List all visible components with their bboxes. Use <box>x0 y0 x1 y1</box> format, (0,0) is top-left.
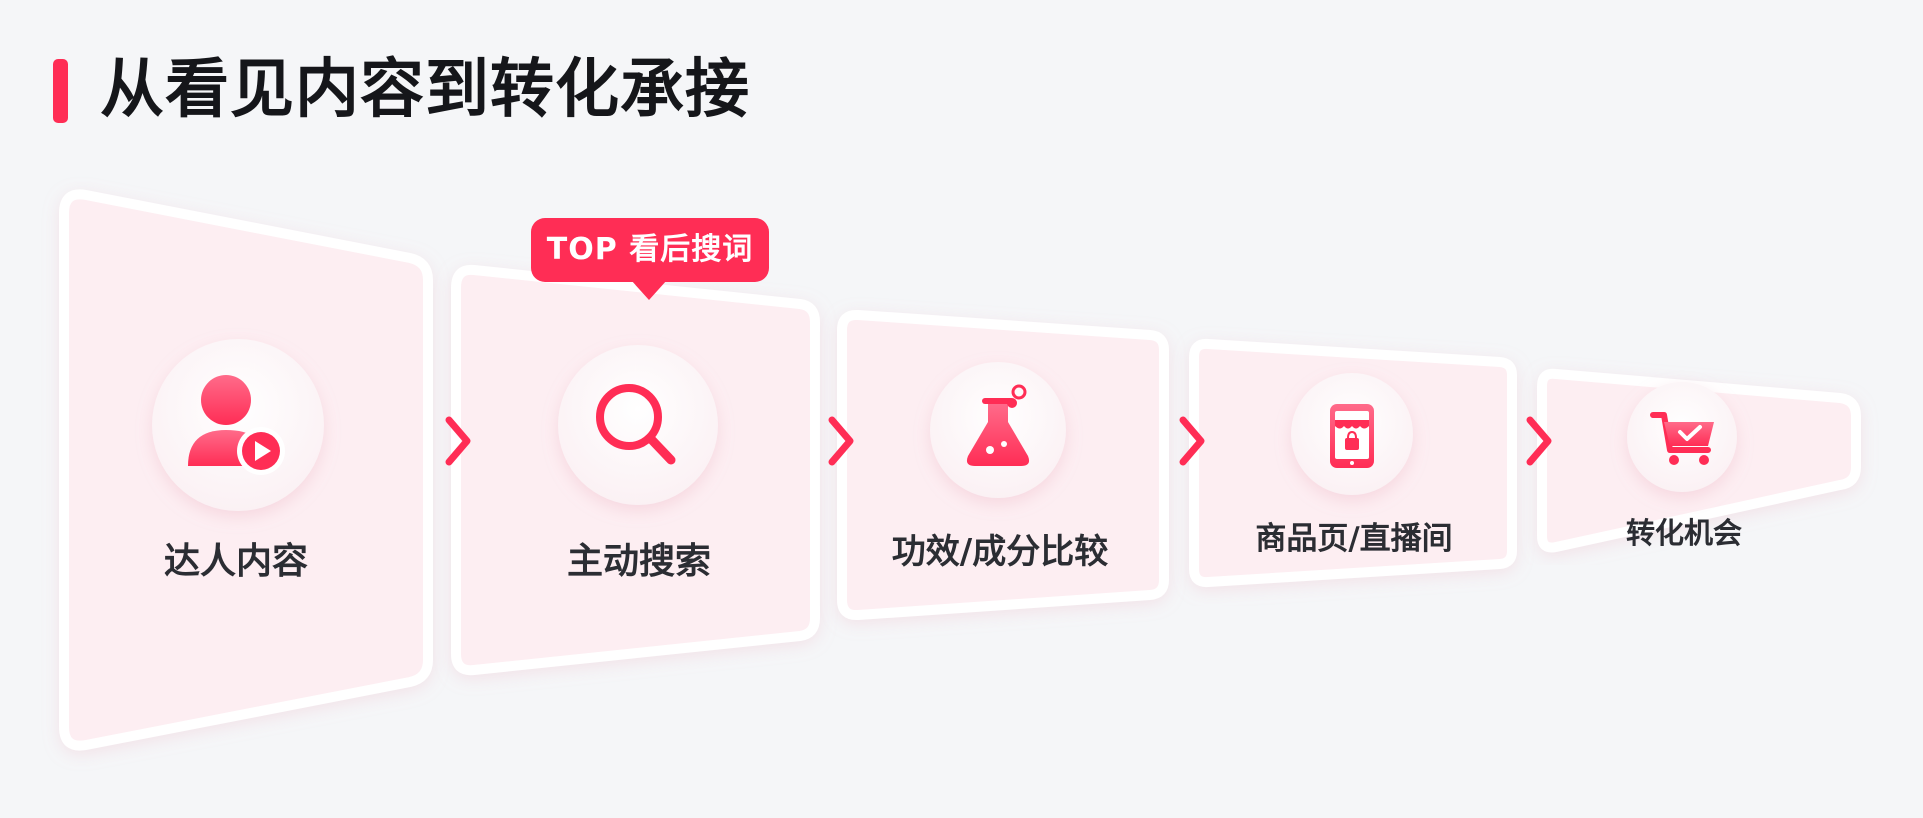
user-play-icon <box>188 375 285 475</box>
flask-icon <box>966 384 1030 466</box>
badge-pointer <box>631 280 667 300</box>
chevron-right-icon <box>828 416 854 466</box>
step-label-2: 主动搜索 <box>566 541 712 582</box>
cart-check-icon <box>1650 412 1714 465</box>
top-search-badge: TOP 看后搜词 <box>531 218 769 282</box>
phone-shop-icon <box>1330 404 1374 468</box>
chevron-right-icon <box>1179 416 1205 466</box>
chevron-right-icon <box>1526 416 1552 466</box>
chevron-right-icon <box>445 416 471 466</box>
icon-circle-2 <box>558 345 718 505</box>
title-accent-bar <box>53 59 68 123</box>
step-label-5: 转化机会 <box>1625 516 1743 550</box>
step-label-4: 商品页/直播间 <box>1255 521 1453 557</box>
search-icon <box>596 384 676 465</box>
page-title: 从看见内容到转化承接 <box>100 53 750 127</box>
step-label-1: 达人内容 <box>163 541 309 582</box>
icon-circle-1 <box>152 339 324 511</box>
step-label-3: 功效/成分比较 <box>891 532 1109 572</box>
